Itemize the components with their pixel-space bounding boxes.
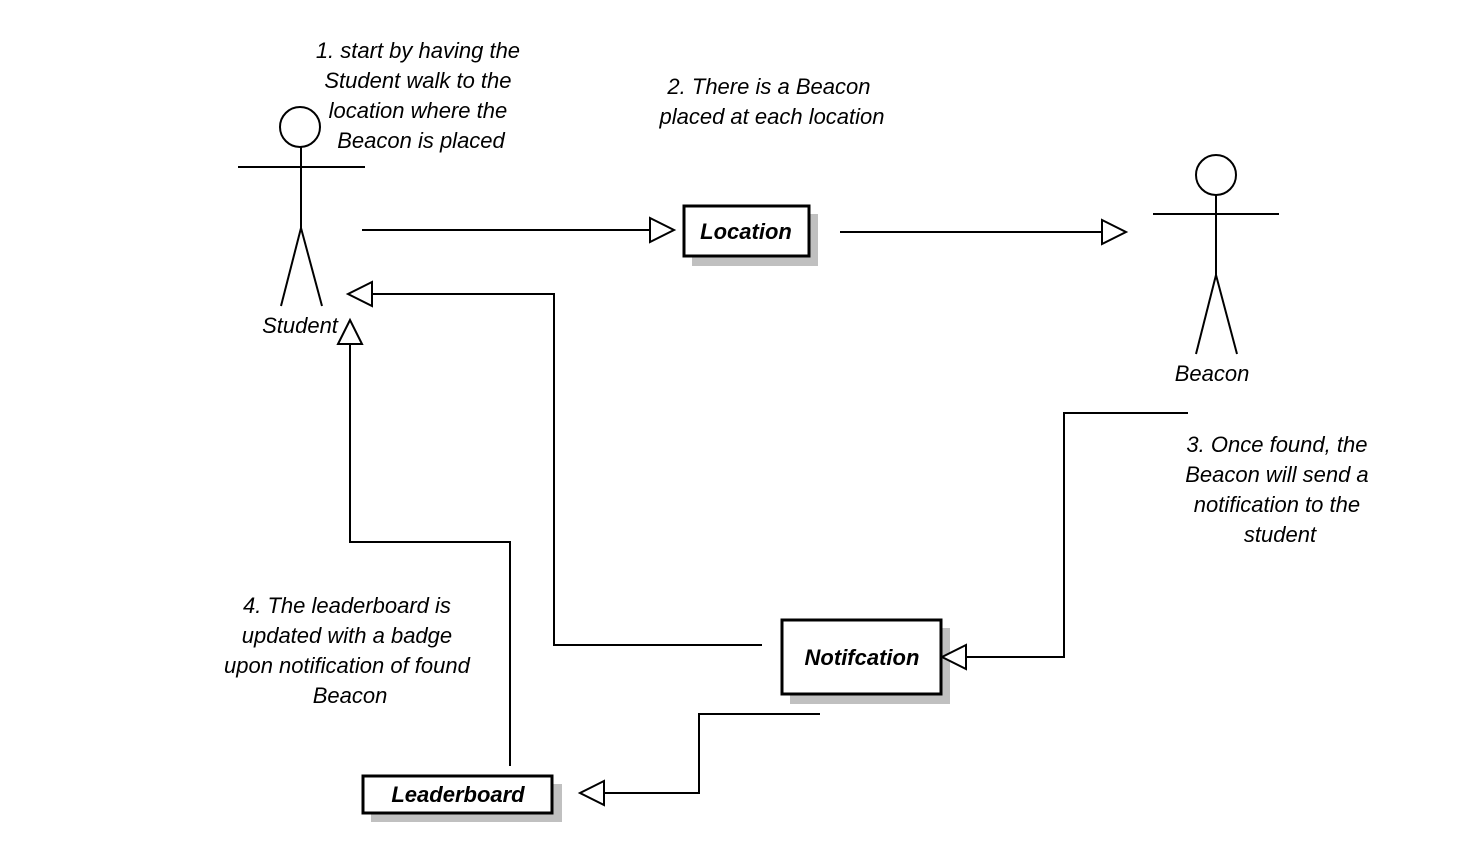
student-head	[279, 106, 321, 148]
student-actor[interactable]: Student	[238, 106, 365, 338]
arrowhead-icon	[1101, 218, 1129, 246]
student-right-leg	[300, 227, 323, 307]
beacon-label: Beacon	[1175, 361, 1250, 386]
location-box[interactable]: Location	[682, 204, 818, 266]
arrow-notification-to-leaderboard[interactable]	[577, 713, 820, 807]
arrow-beacon-to-notification[interactable]	[939, 412, 1188, 671]
arrow-notification-to-student[interactable]	[345, 280, 762, 646]
note-step-4: 4. The leaderboard is updated with a bad…	[224, 593, 476, 708]
leaderboard-box[interactable]: Leaderboard	[361, 774, 562, 822]
beacon-left-leg	[1195, 274, 1217, 355]
leaderboard-label: Leaderboard	[391, 782, 525, 807]
notification-label: Notifcation	[805, 645, 920, 670]
student-label: Student	[262, 313, 339, 338]
arrowhead-icon	[577, 779, 605, 807]
beacon-right-leg	[1215, 274, 1238, 355]
arrow-location-to-beacon[interactable]	[840, 218, 1129, 246]
student-left-leg	[280, 227, 302, 307]
beacon-head	[1195, 154, 1237, 196]
note-step-2: 2. There is a Beacon placed at each loca…	[658, 74, 884, 129]
arrowhead-icon	[649, 216, 677, 244]
arrowhead-icon	[336, 317, 364, 345]
location-label: Location	[700, 219, 792, 244]
note-step-3: 3. Once found, the Beacon will send a no…	[1185, 432, 1375, 547]
arrow-leaderboard-to-student[interactable]	[336, 317, 511, 766]
notification-box[interactable]: Notifcation	[780, 618, 950, 704]
arrowhead-icon	[345, 280, 373, 308]
arrowhead-icon	[939, 643, 967, 671]
arrow-student-to-location[interactable]	[362, 216, 677, 244]
note-step-1: 1. start by having the Student walk to t…	[316, 38, 526, 153]
beacon-actor[interactable]: Beacon	[1153, 154, 1279, 386]
